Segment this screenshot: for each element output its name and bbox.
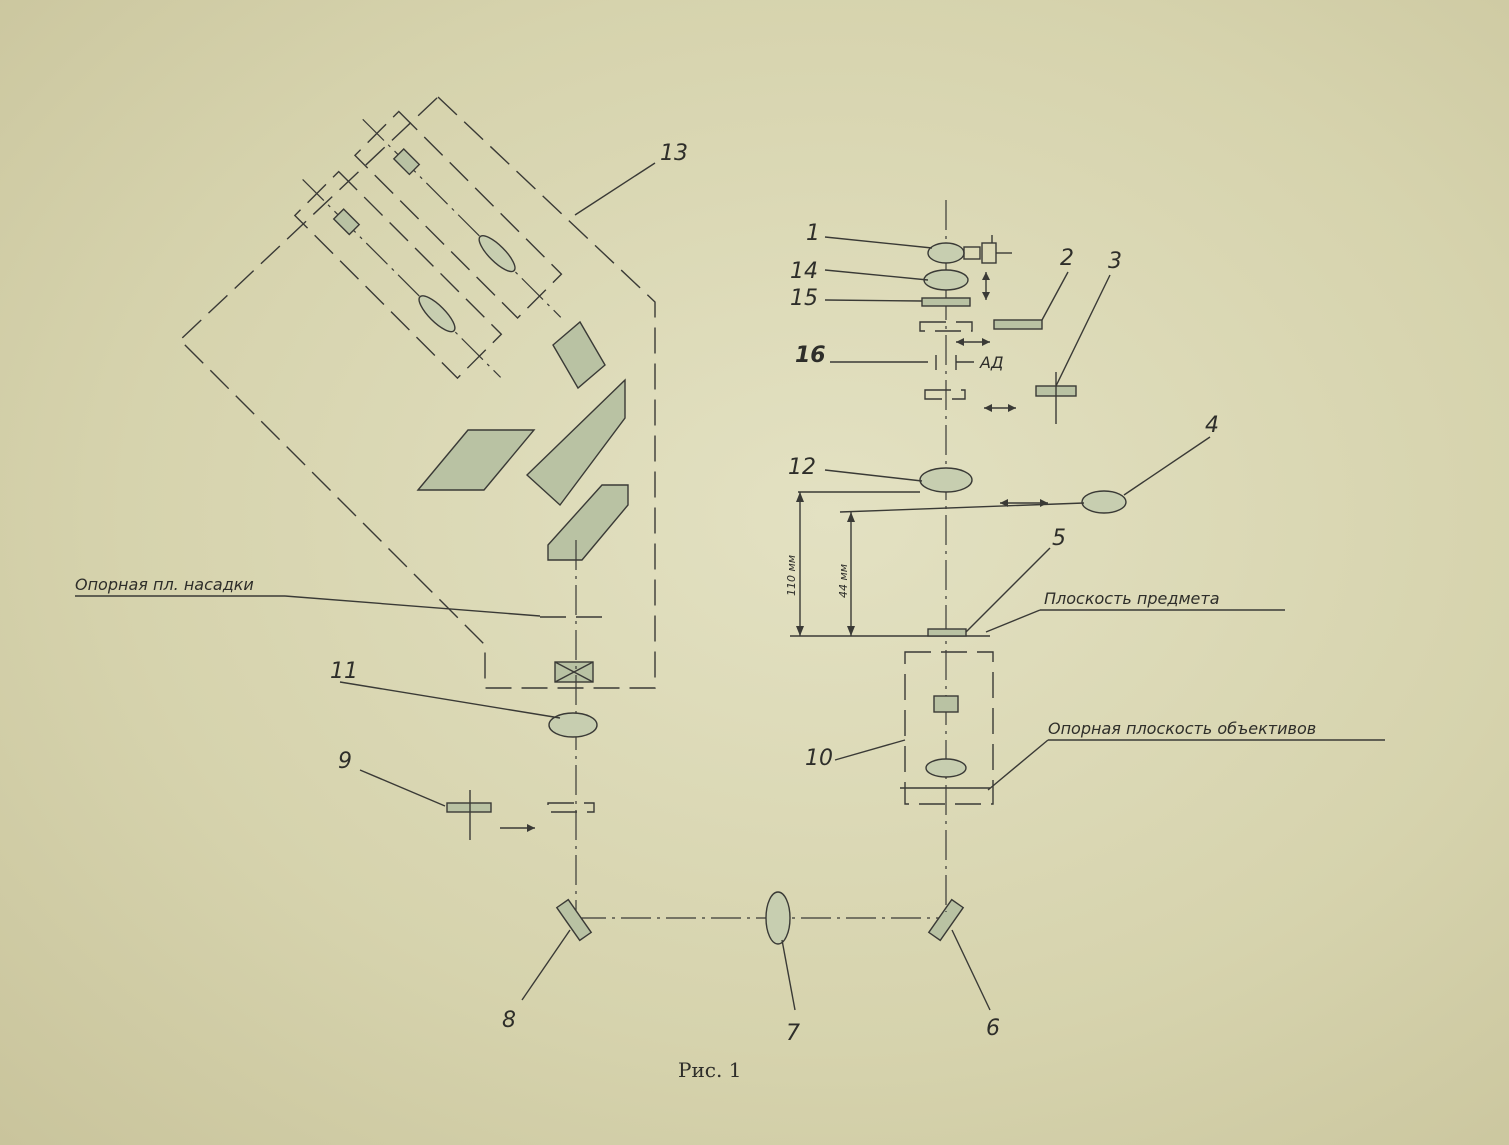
- label-5: 5: [1052, 526, 1066, 551]
- label-10: 10: [805, 746, 833, 771]
- label-14: 14: [790, 259, 818, 284]
- lamp-1: [927, 235, 1012, 300]
- objective-10: [900, 651, 994, 805]
- lens-11: [548, 712, 598, 738]
- mirror-8: [555, 898, 593, 942]
- filter-9: [446, 790, 595, 840]
- label-15: 15: [790, 286, 818, 311]
- leader-lines: [75, 162, 1385, 1011]
- label-object-plane: Плоскость предмета: [1044, 589, 1220, 608]
- label-support-plane-objectives: Опорная плоскость объективов: [1048, 719, 1316, 738]
- lens-4: [1000, 490, 1127, 514]
- prisms: [416, 320, 629, 683]
- label-16: 16: [795, 343, 826, 368]
- figure-caption: Рис. 1: [678, 1058, 741, 1082]
- label-6: 6: [986, 1016, 1000, 1041]
- collector-lens-14: [923, 269, 969, 291]
- label-1: 1: [806, 221, 820, 246]
- label-7: 7: [786, 1021, 800, 1046]
- label-12: 12: [788, 455, 816, 480]
- attachment-housing-13: [178, 96, 656, 689]
- filter-3: [924, 372, 1077, 424]
- filter-2: [919, 319, 1043, 346]
- dim-110: 110 мм: [785, 555, 798, 596]
- label-2: 2: [1060, 246, 1074, 271]
- mirror-6: [927, 898, 965, 942]
- object-5: [927, 628, 967, 637]
- aperture-diaphragm-16: [830, 355, 974, 370]
- label-13: 13: [660, 141, 688, 166]
- condenser-12: [919, 467, 973, 493]
- lens-7: [765, 891, 791, 945]
- eyepiece-tubes: [293, 110, 563, 380]
- label-4: 4: [1205, 413, 1219, 438]
- dimension-lines: [790, 491, 1085, 637]
- dim-44: 44 мм: [837, 564, 850, 598]
- label-8: 8: [502, 1008, 516, 1033]
- label-11: 11: [330, 659, 358, 684]
- label-9: 9: [338, 749, 352, 774]
- label-3: 3: [1108, 249, 1122, 274]
- filter-15: [921, 297, 971, 307]
- label-support-plane-attachment: Опорная пл. насадки: [75, 575, 254, 594]
- label-ad: АД: [979, 353, 1003, 372]
